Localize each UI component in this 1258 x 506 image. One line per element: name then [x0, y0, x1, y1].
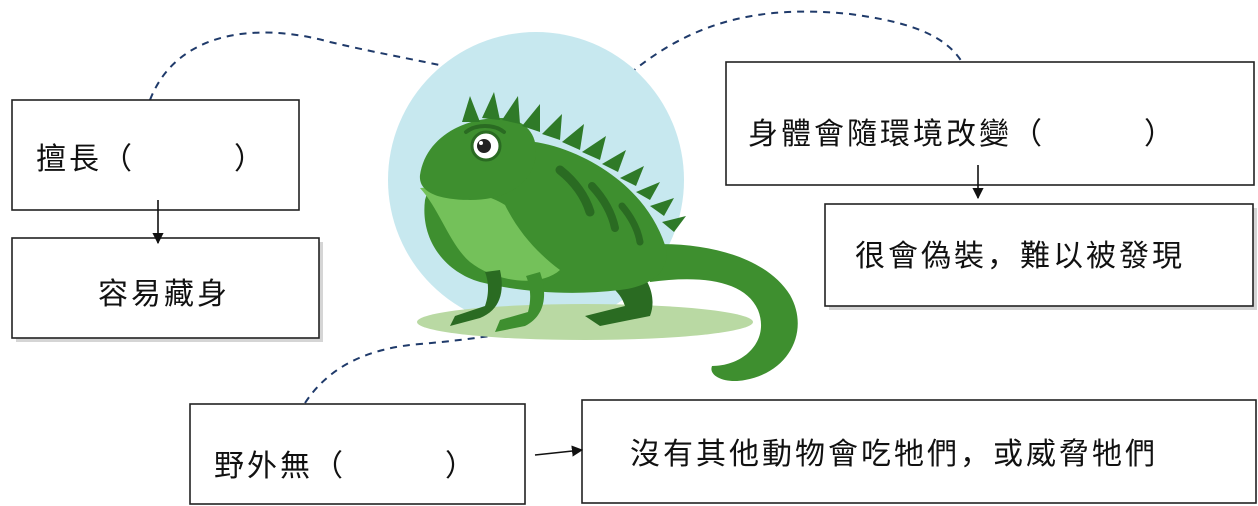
box-no-enemy-text: 沒有其他動物會吃牠們，或威脅牠們	[630, 437, 1158, 472]
box-hide	[11, 237, 323, 342]
arrow-predator-to-no-enemy	[534, 445, 584, 457]
box-skill	[11, 99, 300, 211]
box-disguise	[824, 203, 1257, 310]
iguana-illustration	[388, 32, 798, 382]
dashed-connector-predator	[304, 335, 491, 404]
box-hide-text: 容易藏身	[98, 277, 230, 312]
dashed-connector-skill	[149, 31, 471, 101]
box-no-enemy	[581, 399, 1257, 504]
box-skill-text: 擅長（ ）	[36, 142, 267, 177]
iguana-front-leg	[450, 270, 502, 326]
box-disguise-text: 很會偽裝，難以被發現	[855, 239, 1185, 274]
box-change	[725, 61, 1255, 186]
iguana-dewlap	[420, 187, 560, 281]
iguana-tail	[640, 244, 798, 382]
iguana-front-leg-near	[495, 272, 545, 332]
box-change-text: 身體會隨環境改變（ ）	[748, 117, 1177, 152]
ground-shadow	[417, 304, 753, 340]
box-predator	[189, 403, 526, 505]
dashed-connector-change	[619, 10, 963, 83]
box-predator-text: 野外無（ ）	[214, 449, 478, 484]
iguana-spines	[462, 92, 686, 232]
